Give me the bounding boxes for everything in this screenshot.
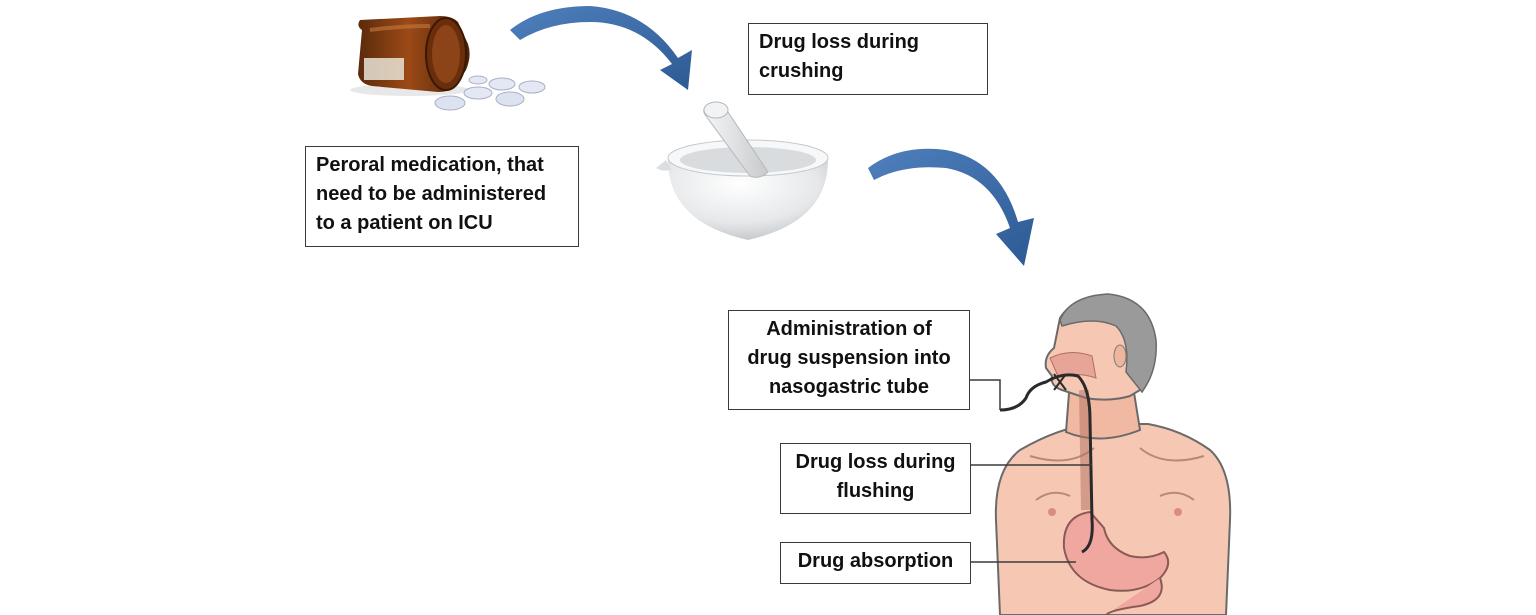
- stomach-icon: [1062, 510, 1170, 615]
- connector-lines: [970, 379, 1092, 563]
- human-torso-icon: [994, 293, 1232, 615]
- label-drug-loss-flushing: Drug loss during flushing: [780, 443, 971, 514]
- nasogastric-tube-icon: [999, 373, 1094, 554]
- mortar-pestle-icon: [656, 101, 829, 240]
- curved-arrow-icon: [868, 148, 1034, 266]
- curved-arrow-icon: [510, 6, 692, 90]
- label-drug-absorption: Drug absorption: [780, 542, 971, 584]
- label-drug-loss-crushing: Drug loss during crushing: [748, 23, 988, 95]
- label-administration-ngt: Administration of drug suspension into n…: [728, 310, 970, 410]
- label-peroral-medication: Peroral medication, that need to be admi…: [305, 146, 579, 247]
- medicine-bottle-icon: [350, 16, 470, 96]
- tablets-icon: [434, 75, 546, 111]
- connector-administration: [970, 379, 1001, 410]
